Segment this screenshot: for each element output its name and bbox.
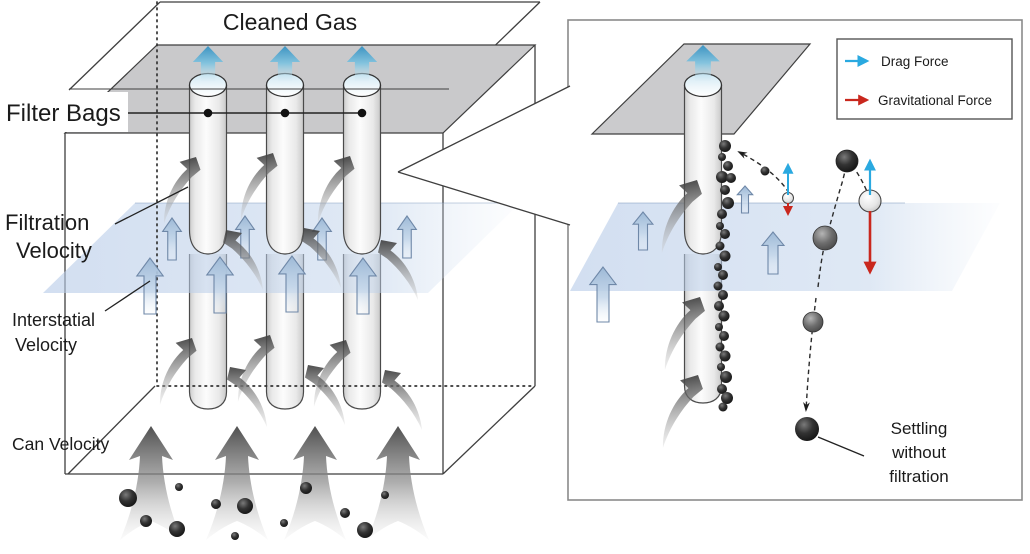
hidden-edges (156, 1, 534, 387)
settling-label-line2: without (891, 443, 946, 462)
small-particle (760, 166, 770, 176)
settling-label-line3: filtration (889, 467, 949, 486)
gravitational-force-legend-label: Gravitational Force (878, 93, 992, 108)
large-particle-peak (835, 149, 859, 173)
zoom-callout-wedge (397, 85, 571, 226)
drag-force-legend-label: Drag Force (881, 54, 949, 69)
can-velocity-arrows (120, 426, 429, 540)
legend-box: Drag Force Gravitational Force (836, 38, 1013, 120)
large-particle (812, 225, 838, 251)
baghouse-overview: Cleaned Gas Filter Bags Filtration Veloc… (0, 1, 541, 540)
large-particle-trajectory-down (803, 297, 817, 412)
cleaned-gas-label: Cleaned Gas (223, 9, 357, 35)
settling-particle (795, 417, 819, 441)
can-velocity-label: Can Velocity (12, 434, 110, 454)
captured-particle-trajectory (737, 151, 790, 194)
filtration-velocity-label-line2: Velocity (16, 238, 92, 263)
collected-dust-cake (713, 140, 736, 412)
force-vectors (782, 158, 877, 275)
large-particle (802, 311, 824, 333)
interstatial-velocity-label-line2: Velocity (15, 335, 77, 355)
settling-label-line1: Settling (891, 419, 948, 438)
filtration-velocity-pointer (114, 186, 189, 225)
housing-box (64, 45, 536, 475)
detail-filtration-plane (570, 202, 1000, 291)
interstatial-velocity-pointer (104, 280, 151, 312)
filter-bags-label: Filter Bags (6, 100, 121, 127)
filter-bags-callout (0, 92, 367, 132)
bag-detail-panel: Settling without filtration Drag Force G… (567, 19, 1023, 501)
detail-bag-upper (683, 72, 723, 255)
interstatial-velocity-label-line1: Interstatial (12, 310, 95, 330)
filter-bags-upper (188, 85, 382, 255)
inlet-dust-particles (119, 482, 389, 540)
settling-pointer (817, 436, 865, 457)
filtration-velocity-label-line1: Filtration (5, 210, 89, 235)
